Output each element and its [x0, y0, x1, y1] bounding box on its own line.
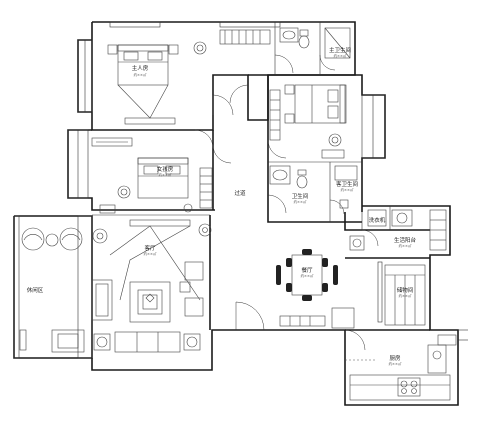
room-label-master-bedroom: 主人房	[132, 64, 149, 72]
room-area-kitchen: 约××㎡	[389, 361, 402, 366]
master-bathroom: 主卫生间 约××㎡	[274, 22, 351, 75]
room-label-small-bath: 客卫生间	[336, 180, 358, 188]
room-label-master-bath: 主卫生间	[329, 46, 351, 54]
guest-bathroom: 卫生间 约××㎡ 客卫生间 约××㎡	[267, 161, 362, 222]
outer-walls	[13, 21, 459, 406]
room-label-kitchen: 厨房	[389, 354, 401, 362]
room-label-storage: 储物间	[397, 286, 414, 294]
living-room: 客厅 约××㎡	[91, 214, 212, 353]
dining-room: 餐厅 约××㎡	[235, 249, 355, 331]
room-label-guest-bath: 卫生间	[292, 192, 309, 200]
room-label-balcony: 休闲区	[27, 286, 44, 294]
room-label-laundry: 洗衣机	[369, 216, 386, 224]
room-area-guest-bath: 约××㎡	[294, 199, 307, 204]
second-bed	[294, 84, 346, 124]
room-label-utility: 生活阳台	[394, 236, 417, 244]
room-area-living: 约××㎡	[144, 251, 157, 256]
room-area-master-bedroom: 约××㎡	[134, 72, 147, 77]
kitchen: 厨房 约××㎡	[344, 329, 468, 401]
daughter-room: 女孩房 约××㎡	[91, 129, 214, 214]
master-bedroom: 主人房 约××㎡	[107, 29, 271, 125]
corridor: 过道	[212, 84, 249, 197]
room-area-daughter: 约××㎡	[159, 172, 172, 177]
second-bedroom	[267, 84, 347, 159]
room-area-storage: 约××㎡	[399, 293, 412, 298]
windows	[13, 21, 386, 359]
room-area-utility: 约××㎡	[399, 243, 412, 248]
room-area-dining: 约××㎡	[301, 273, 314, 278]
room-area-small-bath: 约××㎡	[341, 187, 354, 192]
room-label-daughter: 女孩房	[157, 165, 174, 173]
room-label-corridor: 过道	[234, 189, 246, 197]
balcony: 休闲区	[19, 215, 93, 359]
room-area-master-bath: 约××㎡	[334, 53, 347, 58]
utility-balcony: 洗衣机 生活阳台 约××㎡	[349, 206, 447, 251]
room-label-dining: 餐厅	[301, 266, 313, 274]
storage-room: 储物间 约××㎡	[377, 261, 426, 326]
room-label-living: 客厅	[144, 244, 156, 252]
